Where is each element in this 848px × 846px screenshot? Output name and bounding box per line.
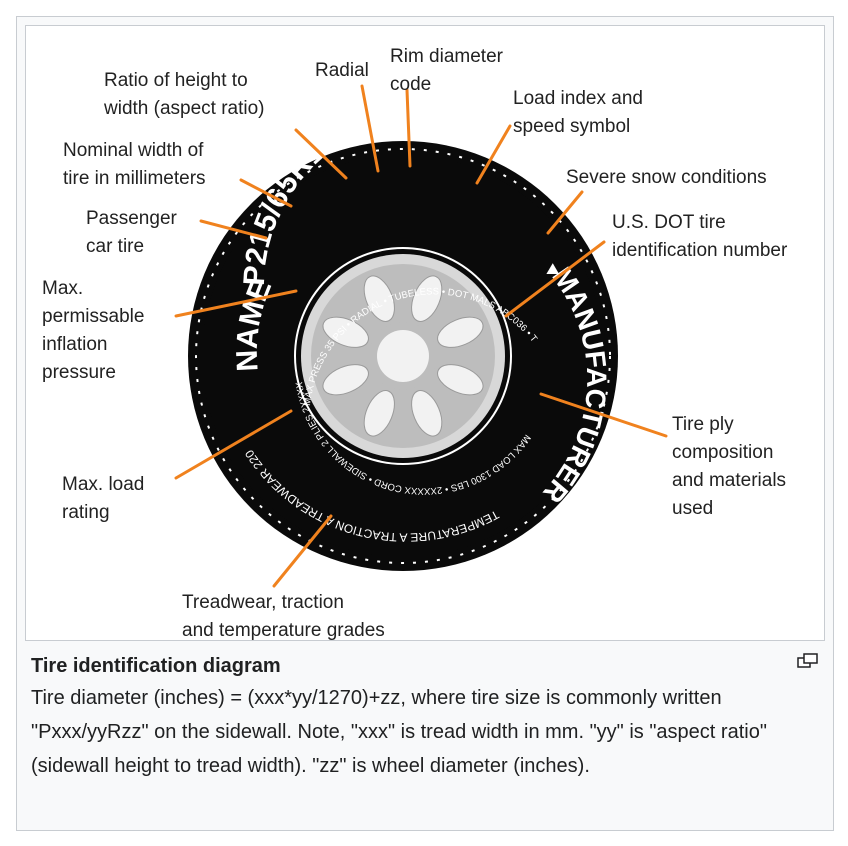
tire xyxy=(188,141,618,571)
sidewall-inner-ring xyxy=(294,247,512,465)
label-nominal-width: Nominal width of tire in millimeters xyxy=(63,140,209,189)
wheel-spokes xyxy=(322,275,484,437)
wheel-spoke-opening xyxy=(411,275,443,322)
figure-thumbnail: P215/65R15 95H M+S ⛰ NAME MANUFACTURER M… xyxy=(16,16,834,831)
wheel-spoke-opening xyxy=(437,364,484,396)
tire-tread-pattern xyxy=(195,148,611,564)
tire-diagram-svg: P215/65R15 95H M+S ⛰ NAME MANUFACTURER M… xyxy=(26,26,791,641)
leader-inflation xyxy=(174,289,298,318)
hub xyxy=(377,330,429,382)
leader-treadwear xyxy=(272,514,333,588)
snowflake-icon: ⛰ xyxy=(546,259,560,278)
leader-rim-diameter xyxy=(405,88,412,168)
leader-ply xyxy=(539,392,668,438)
label-max-load: Max. load rating xyxy=(62,474,150,523)
label-passenger: Passenger car tire xyxy=(86,208,182,257)
leader-nominal-width xyxy=(239,178,293,208)
wheel-spoke-opening xyxy=(411,390,443,437)
label-aspect-ratio: Ratio of height to width (aspect ratio) xyxy=(103,70,265,119)
leader-lines xyxy=(174,84,668,588)
leader-severe-snow xyxy=(546,190,584,235)
tire-diagram[interactable]: P215/65R15 95H M+S ⛰ NAME MANUFACTURER M… xyxy=(25,25,825,641)
label-inflation: Max. permissable inflation pressure xyxy=(42,278,150,383)
label-treadwear: Treadwear, traction and temperature grad… xyxy=(182,592,385,641)
label-radial: Radial xyxy=(315,60,369,81)
caption-title: Tire identification diagram xyxy=(31,655,281,677)
caption-text: Tire diameter (inches) = (xxx*yy/1270)+z… xyxy=(31,687,767,777)
wheel-spoke-opening xyxy=(322,316,369,348)
wheel-spoke-opening xyxy=(322,364,369,396)
leader-aspect-ratio xyxy=(294,128,348,180)
leader-max-load xyxy=(174,409,293,480)
leader-radial xyxy=(360,84,380,173)
label-severe-snow: Severe snow conditions xyxy=(566,167,767,188)
wheel-spoke-opening xyxy=(363,390,395,437)
wheel-spoke-opening xyxy=(437,316,484,348)
label-rim-diameter: Rim diameter code xyxy=(390,46,508,95)
leader-passenger xyxy=(199,219,268,240)
magnify-clip-icon[interactable] xyxy=(797,653,819,669)
label-dot-id: U.S. DOT tire identification number xyxy=(612,212,788,261)
snow-rating-text: M+S xyxy=(442,91,508,134)
figure-caption: Tire identification diagram Tire diamete… xyxy=(31,651,811,783)
leader-dot-id xyxy=(504,240,606,318)
wheel-spoke-opening xyxy=(363,275,395,322)
leader-load-index xyxy=(475,124,512,185)
label-ply: Tire ply composition and materials used xyxy=(672,414,791,519)
label-load-index: Load index and speed symbol xyxy=(513,88,648,137)
enlarge-icon xyxy=(797,653,818,668)
